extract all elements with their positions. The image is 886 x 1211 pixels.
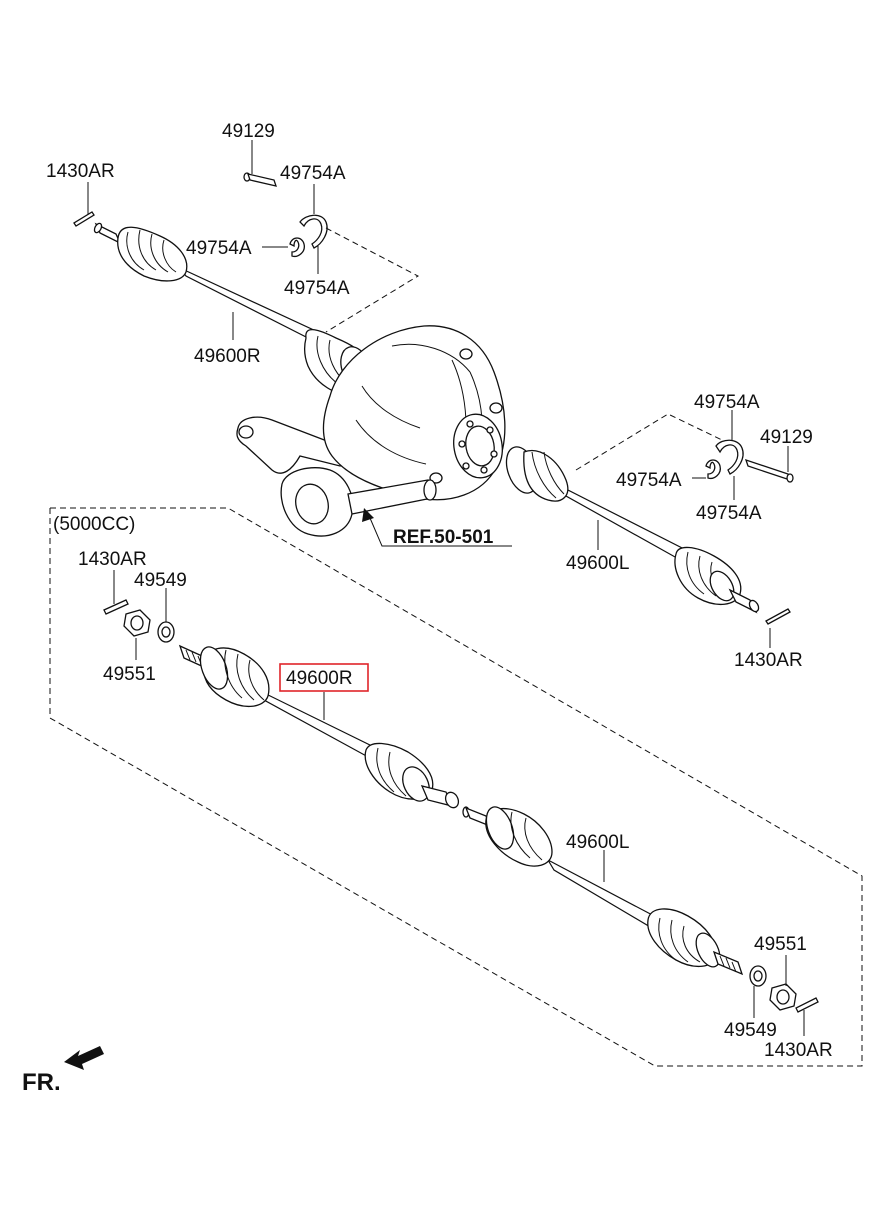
washer-49549-left[interactable] xyxy=(157,621,175,643)
shaft-49600l-upper[interactable] xyxy=(501,443,761,614)
label-49600r-top[interactable]: 49600R xyxy=(194,346,261,367)
bolt-49129-top[interactable] xyxy=(243,172,277,187)
snap-ring-49754a-group-a[interactable] xyxy=(289,214,328,258)
label-49551-left[interactable]: 49551 xyxy=(103,664,156,685)
bolt-49129-right[interactable] xyxy=(744,458,794,483)
snap-ring-49754a-group-b[interactable] xyxy=(705,439,744,480)
shaft-49600l-lower[interactable] xyxy=(462,803,744,976)
washer-49549-right[interactable] xyxy=(749,965,767,987)
label-49600l-lower[interactable]: 49600L xyxy=(566,832,629,853)
selected-part-highlight xyxy=(279,663,369,692)
label-1430ar-top[interactable]: 1430AR xyxy=(46,161,115,182)
label-front: FR. xyxy=(22,1069,61,1096)
label-49754a-4[interactable]: 49754A xyxy=(694,392,760,413)
cotter-pin-1430ar-right[interactable] xyxy=(765,608,791,625)
label-49549-left[interactable]: 49549 xyxy=(134,570,187,591)
label-49129-top[interactable]: 49129 xyxy=(222,121,275,142)
label-49600l-top[interactable]: 49600L xyxy=(566,553,629,574)
label-49754a-1[interactable]: 49754A xyxy=(280,163,346,184)
shaft-49600r-lower[interactable] xyxy=(178,643,461,810)
label-49754a-6[interactable]: 49754A xyxy=(696,503,762,524)
label-1430ar-right[interactable]: 1430AR xyxy=(734,650,803,671)
label-49754a-3[interactable]: 49754A xyxy=(284,278,350,299)
label-1430ar-left[interactable]: 1430AR xyxy=(78,549,147,570)
label-ref-50-501[interactable]: REF.50-501 xyxy=(393,527,494,548)
label-49551-right[interactable]: 49551 xyxy=(754,934,807,955)
label-variant-5000cc: (5000CC) xyxy=(53,514,135,535)
label-1430ar-right-lower[interactable]: 1430AR xyxy=(764,1040,833,1061)
label-49754a-5[interactable]: 49754A xyxy=(616,470,682,491)
cotter-pin-1430ar-left[interactable] xyxy=(103,599,129,615)
nut-49551-left[interactable] xyxy=(123,609,151,637)
leader-lines xyxy=(87,140,805,1036)
label-49129-right[interactable]: 49129 xyxy=(760,427,813,448)
cotter-pin-1430ar-top[interactable] xyxy=(73,211,95,227)
ref-arrow xyxy=(362,508,512,547)
variant-boundary xyxy=(49,507,863,1067)
label-49754a-2[interactable]: 49754A xyxy=(186,238,252,259)
rear-differential[interactable] xyxy=(236,325,507,537)
nut-49551-right[interactable] xyxy=(769,983,797,1011)
cotter-pin-1430ar-right-lower[interactable] xyxy=(795,997,819,1013)
label-49549-right[interactable]: 49549 xyxy=(724,1020,777,1041)
front-arrow-icon xyxy=(64,1046,104,1070)
label-49600r-selected[interactable]: 49600R xyxy=(286,668,353,689)
